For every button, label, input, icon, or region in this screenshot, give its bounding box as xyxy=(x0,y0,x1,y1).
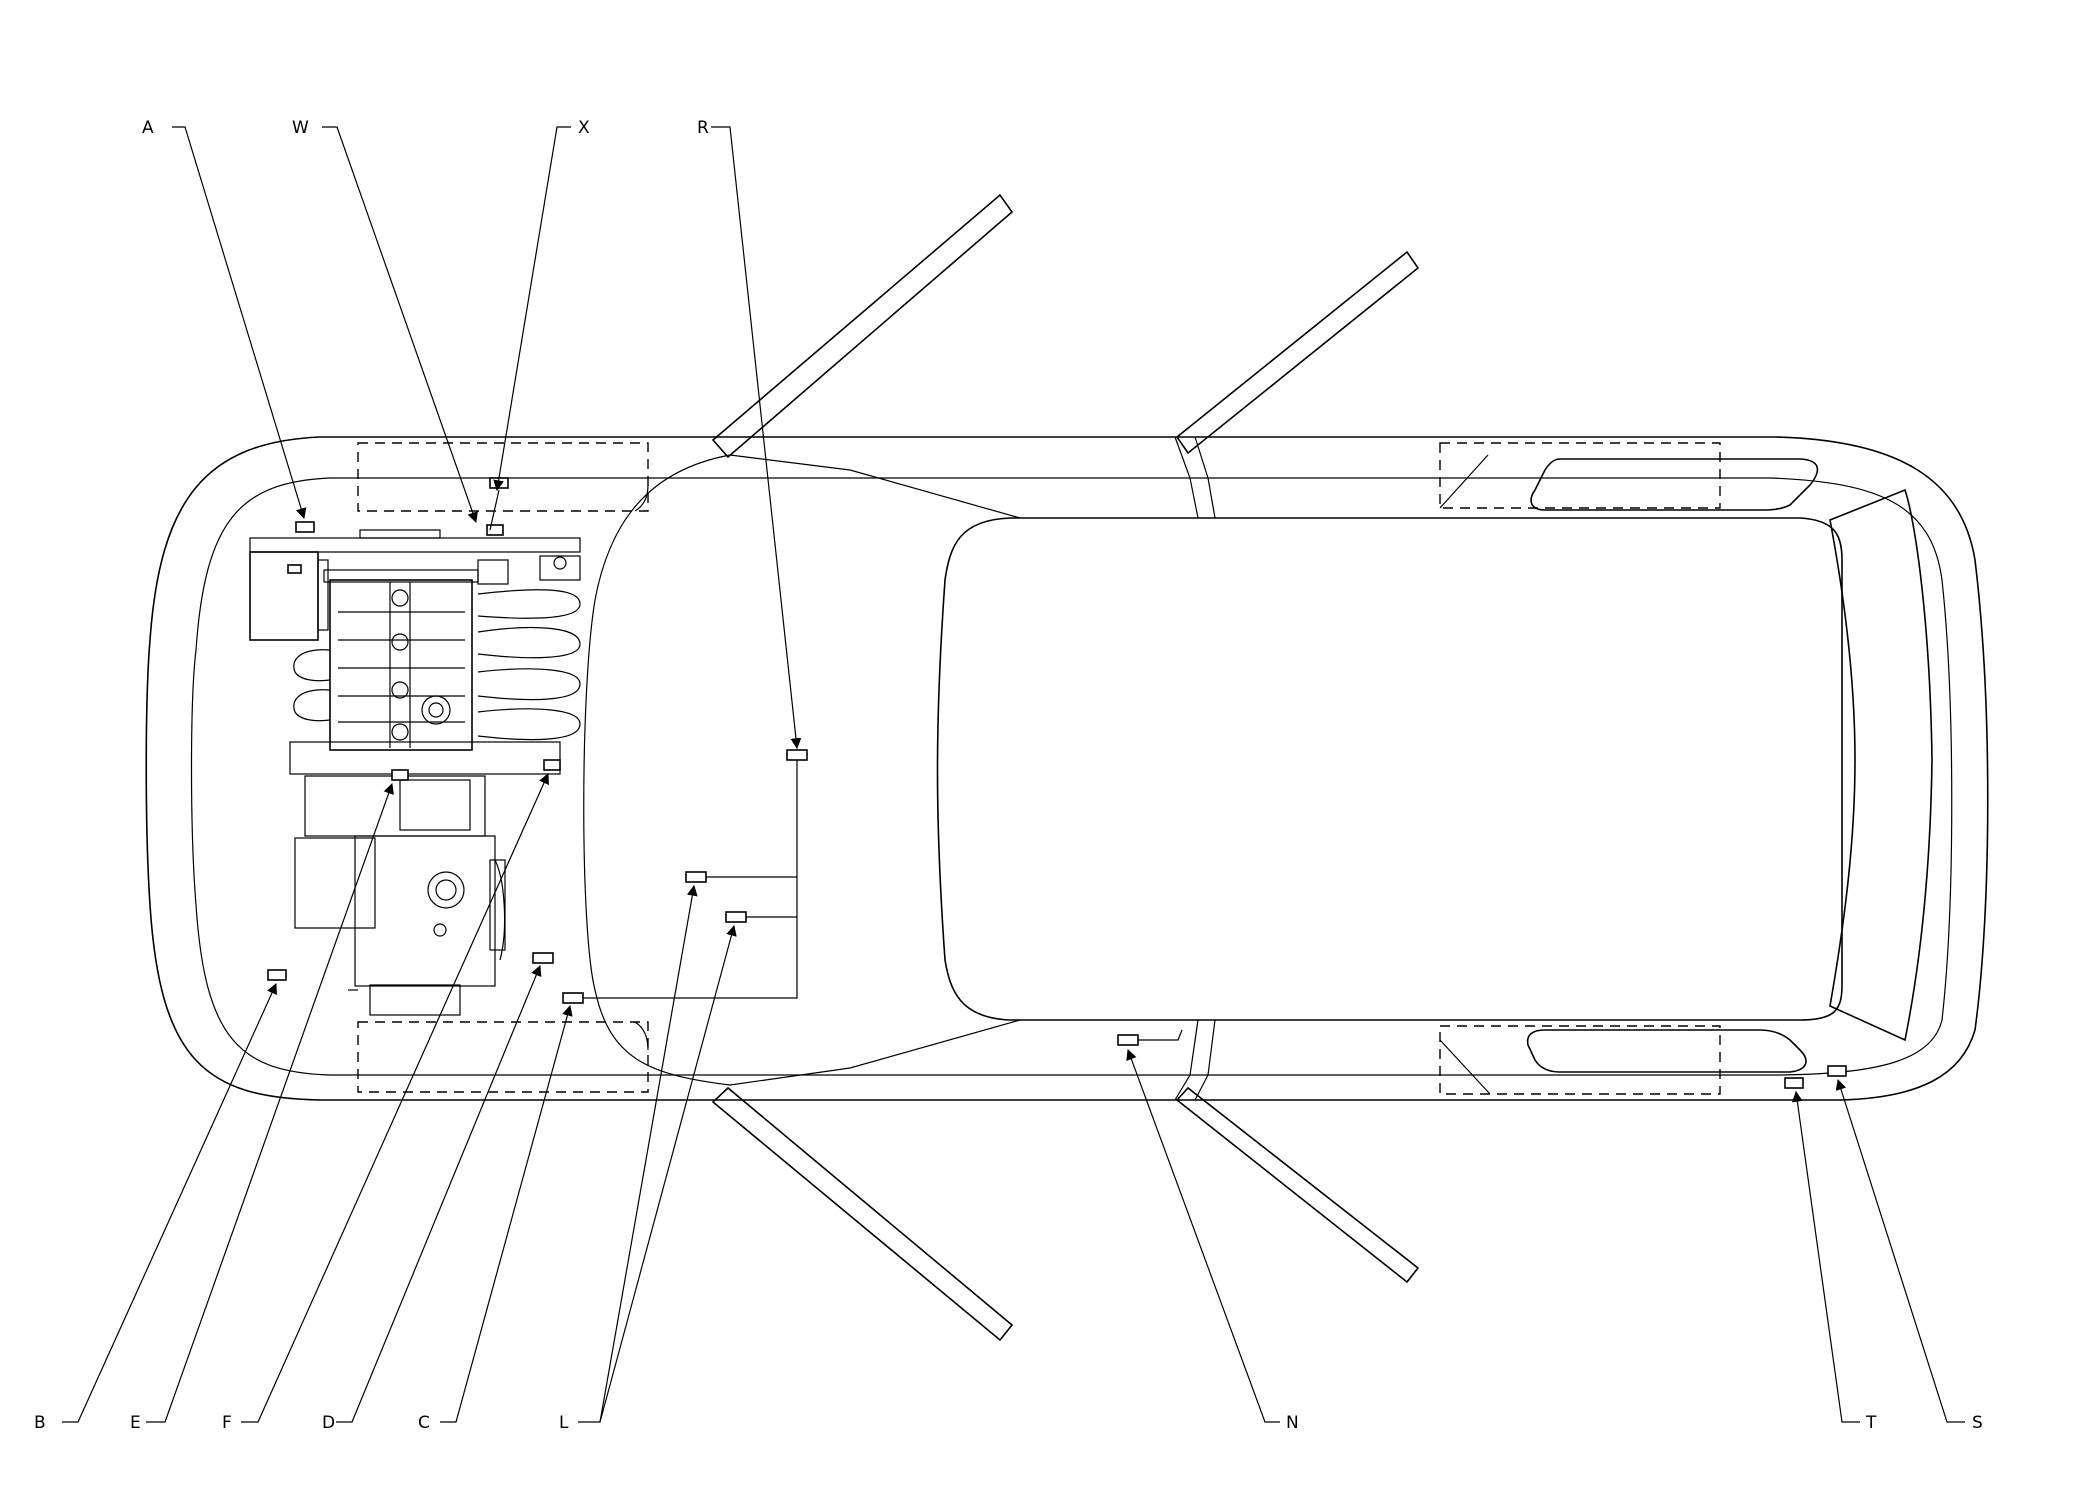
callout-c: C xyxy=(418,1413,430,1433)
connector-r xyxy=(786,749,808,761)
callout-f: F xyxy=(222,1413,232,1433)
callout-w: W xyxy=(292,118,309,138)
engine-assembly xyxy=(249,529,581,1016)
callout-r: R xyxy=(697,118,709,138)
connector-a xyxy=(295,521,315,533)
callout-l: L xyxy=(559,1413,569,1433)
open-doors xyxy=(711,193,1420,1342)
connector-w xyxy=(486,524,504,536)
connector-s xyxy=(1827,1065,1847,1077)
callout-labels: A W X R B E F D C L N T S xyxy=(34,118,1983,1433)
callout-n: N xyxy=(1286,1413,1299,1433)
front-right-door xyxy=(711,1086,1014,1342)
connector-f xyxy=(543,759,561,771)
callout-x: X xyxy=(578,118,590,138)
engine-block xyxy=(329,579,473,751)
connector-d xyxy=(532,952,554,964)
callout-e: E xyxy=(130,1413,141,1433)
leader-lines xyxy=(62,126,1965,1423)
rear-left-door xyxy=(1175,250,1420,455)
callout-s: S xyxy=(1972,1413,1983,1433)
rear-right-door xyxy=(1175,1086,1420,1284)
connectors xyxy=(267,477,1847,1089)
callout-d: D xyxy=(322,1413,335,1433)
battery xyxy=(249,551,319,641)
callout-b: B xyxy=(34,1413,46,1433)
transmission xyxy=(354,835,496,987)
connector-l1 xyxy=(685,871,707,883)
wiring-harness xyxy=(583,760,1183,1041)
vehicle-outline xyxy=(145,436,1989,1101)
connector-e xyxy=(391,769,409,781)
callout-t: T xyxy=(1865,1413,1877,1433)
front-left-door xyxy=(711,193,1014,459)
connector-c xyxy=(562,992,584,1004)
connector-t xyxy=(1784,1077,1804,1089)
callout-a: A xyxy=(142,118,154,138)
connector-l2 xyxy=(725,911,747,923)
connector-n xyxy=(1117,1034,1139,1046)
connector-b xyxy=(267,969,287,981)
